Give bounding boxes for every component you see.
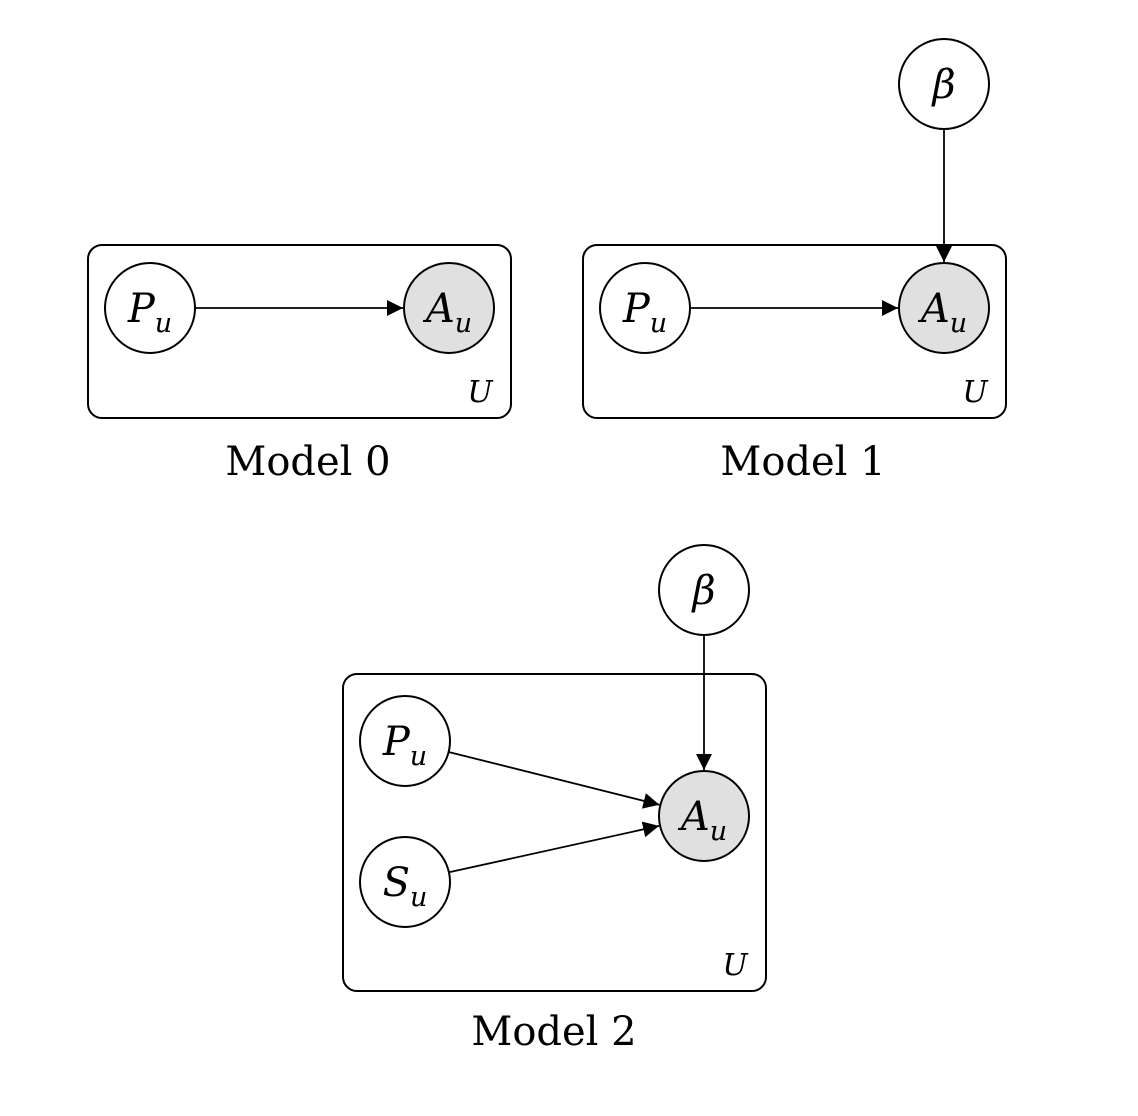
node-label-P-model-1: Pu <box>622 286 667 339</box>
node-label-A-model-2: Au <box>677 794 727 847</box>
caption-model-1: Model 1 <box>720 439 885 485</box>
node-P-model-0 <box>104 262 196 354</box>
edge-S-to-A-model-2 <box>448 821 660 874</box>
node-label-P-model-0: Pu <box>127 286 172 339</box>
plate-box-model-2 <box>342 673 767 992</box>
caption-model-0: Model 0 <box>225 439 390 485</box>
node-P-model-2 <box>359 695 451 787</box>
plate-label-model-1: U <box>962 375 989 410</box>
plate-label-model-0: U <box>467 375 494 410</box>
node-label-A-model-1: Au <box>917 286 967 339</box>
node-label-P-model-2: Pu <box>382 719 427 772</box>
node-A-model-1 <box>898 262 990 354</box>
node-A-model-0 <box>403 262 495 354</box>
node-beta-model-2 <box>658 544 750 636</box>
node-beta-model-1 <box>898 38 990 130</box>
node-label-A-model-0: Au <box>422 286 472 339</box>
plate-label-model-2: U <box>722 948 749 983</box>
plate-box-model-0 <box>87 244 512 419</box>
node-A-model-2 <box>658 770 750 862</box>
node-P-model-1 <box>599 262 691 354</box>
edge-P-to-A-model-2 <box>448 751 660 809</box>
node-label-beta-model-1: β <box>930 62 955 108</box>
node-label-S-model-2: Su <box>383 860 428 913</box>
caption-model-2: Model 2 <box>471 1009 636 1055</box>
node-S-model-2 <box>359 836 451 928</box>
plate-box-model-1 <box>582 244 1007 419</box>
node-label-beta-model-2: β <box>690 568 715 614</box>
